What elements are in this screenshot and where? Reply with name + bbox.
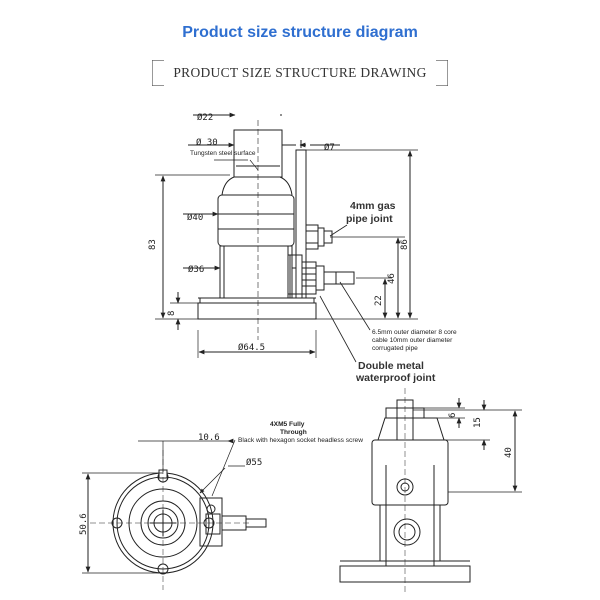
dim-d64: Ø64.5 [238, 342, 265, 353]
dim-d506: 50.6 [79, 513, 89, 535]
gas-joint-body [305, 224, 319, 250]
screw-label-2: Through [280, 429, 307, 436]
double-metal-label-2: waterproof joint [355, 372, 436, 384]
tungsten-label: Tungsten steel surface [190, 150, 256, 157]
dim-s40: 40 [504, 447, 514, 458]
bottom-view [82, 438, 267, 590]
subtitle: PRODUCT SIZE STRUCTURE DRAWING [173, 65, 427, 80]
cable-stub [323, 271, 355, 285]
dim-d36: Ø36 [188, 264, 204, 275]
cable-label-3: corrugated pipe [372, 345, 418, 352]
dim-d30: Ø 30 [196, 137, 218, 148]
dim-d22: Ø22 [197, 112, 213, 123]
side-cable-port [393, 518, 421, 546]
cable-label-1: 6.5mm outer diameter 8 core [372, 329, 457, 336]
dim-d55: Ø55 [246, 457, 262, 468]
screw-label-3: Black with hexagon socket headless screw [238, 437, 363, 444]
side-lower-body [379, 504, 441, 562]
dim-h86: 86 [400, 239, 410, 250]
front-side-post [295, 149, 307, 299]
waterproof-joint-body [301, 261, 317, 295]
side-view [339, 388, 522, 595]
dim-h46: 46 [387, 273, 397, 284]
front-mid-body [217, 194, 295, 247]
dim-s15: 15 [473, 417, 483, 428]
subtitle-box: PRODUCT SIZE STRUCTURE DRAWING [152, 60, 448, 86]
cable-label-2: cable 10mm outer diameter [372, 337, 453, 344]
front-base-plate [197, 302, 317, 320]
page-title: Product size structure diagram [182, 24, 418, 41]
dim-d7: Ø7 [324, 142, 335, 153]
dim-d40: Ø40 [187, 212, 203, 223]
side-top-bracket [377, 417, 445, 441]
dim-h8: 8 [167, 311, 177, 316]
front-shoulder [221, 176, 293, 196]
front-lower-body [219, 245, 293, 299]
side-mid-body [371, 439, 449, 506]
dim-d106: 10.6 [198, 433, 220, 443]
dim-h83: 83 [148, 239, 158, 250]
screw-label-1: 4XM5 Fully [270, 421, 305, 428]
gas-joint-label-2: pipe joint [346, 213, 393, 225]
front-view [155, 112, 418, 363]
double-metal-label-1: Double metal [358, 360, 424, 372]
gas-joint-label-1: 4mm gas [350, 200, 396, 212]
dim-s6: 6 [448, 413, 458, 418]
dim-h22: 22 [374, 295, 384, 306]
